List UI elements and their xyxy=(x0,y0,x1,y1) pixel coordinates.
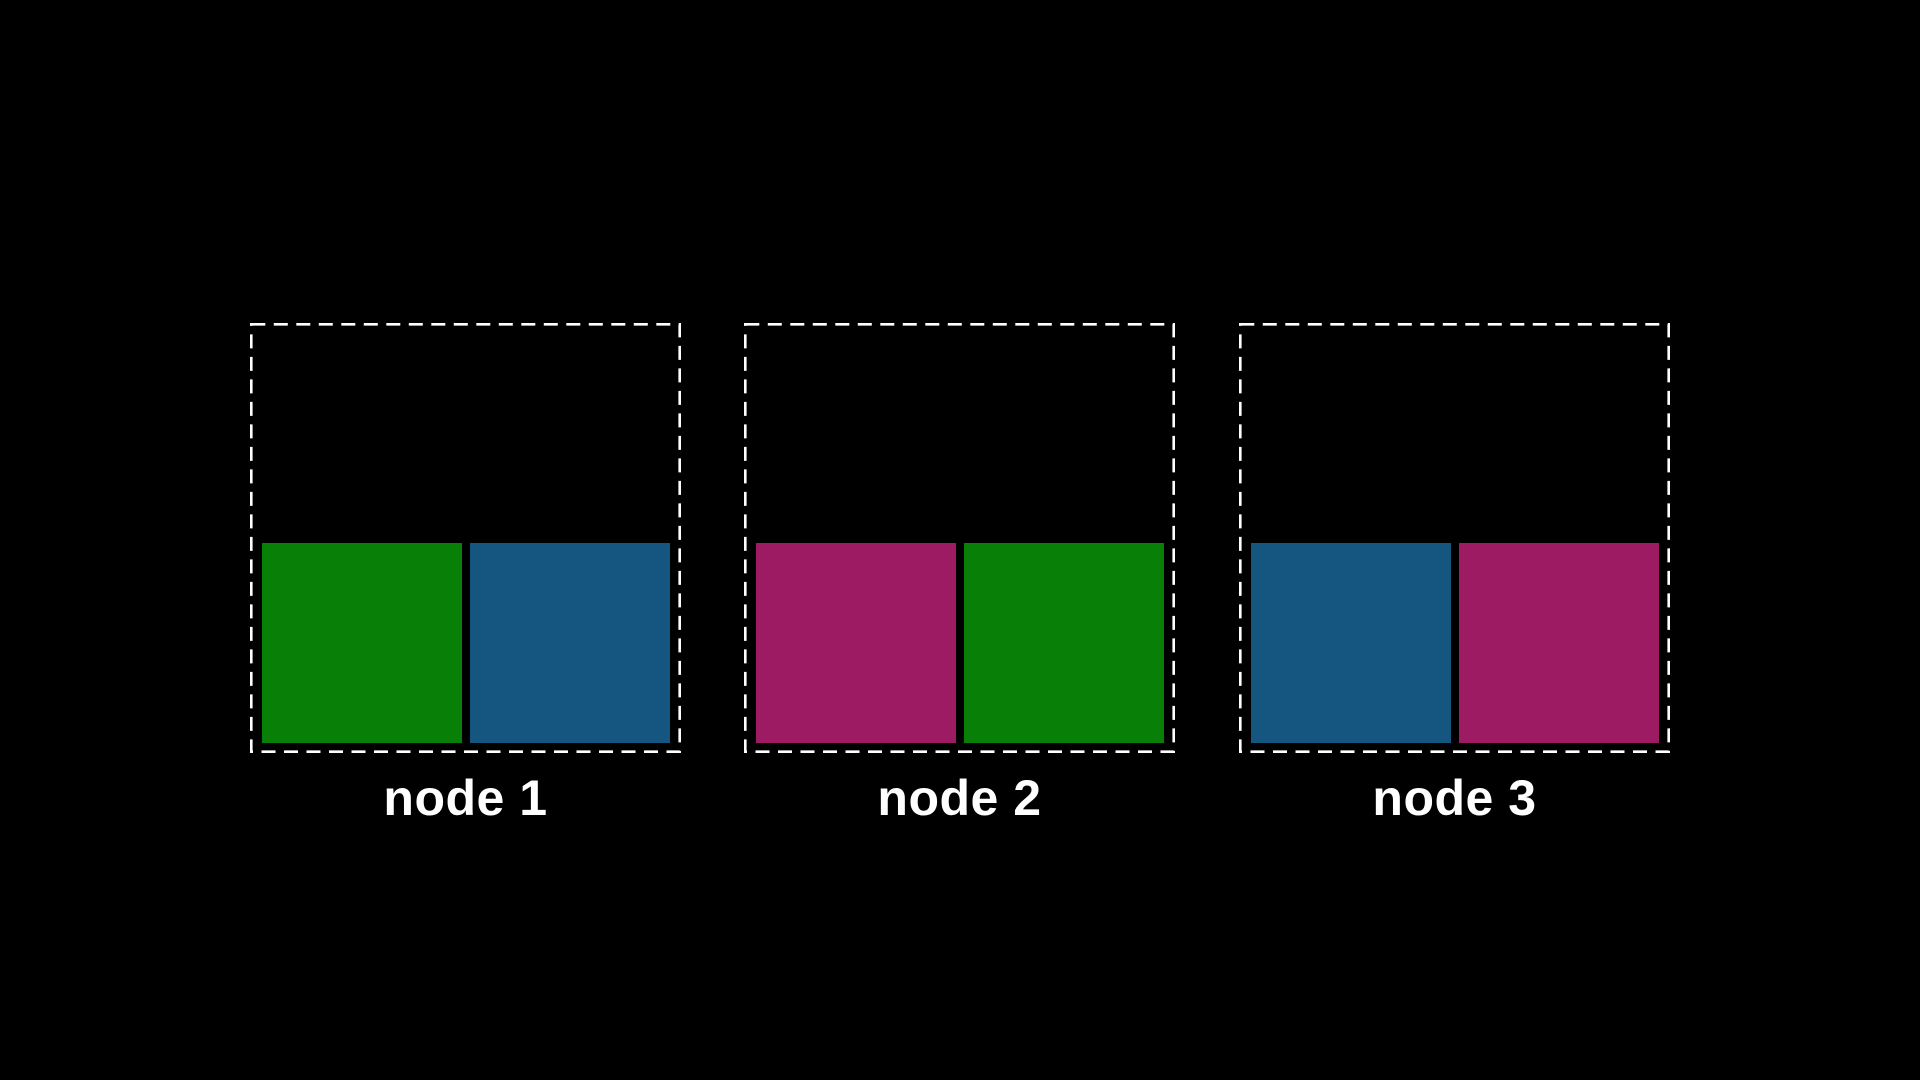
shard-square xyxy=(756,543,956,743)
node-label: node 1 xyxy=(383,770,548,826)
node-group-1: node 1 xyxy=(250,323,681,883)
dashed-rect xyxy=(1239,323,1670,753)
shard-square xyxy=(470,543,670,743)
shard-square xyxy=(1251,543,1451,743)
node-boundary-dashed-box xyxy=(1239,323,1670,753)
node-group-2: node 2 xyxy=(744,323,1175,883)
node-group-3: node 3 xyxy=(1239,323,1670,883)
node-boundary-dashed-box xyxy=(744,323,1175,753)
shard-square xyxy=(262,543,462,743)
node-boundary-dashed-box xyxy=(250,323,681,753)
node-label: node 3 xyxy=(1372,770,1537,826)
shard-square xyxy=(964,543,1164,743)
node-label: node 2 xyxy=(877,770,1042,826)
shard-square xyxy=(1459,543,1659,743)
dashed-rect xyxy=(250,323,681,753)
dashed-rect xyxy=(744,323,1175,753)
